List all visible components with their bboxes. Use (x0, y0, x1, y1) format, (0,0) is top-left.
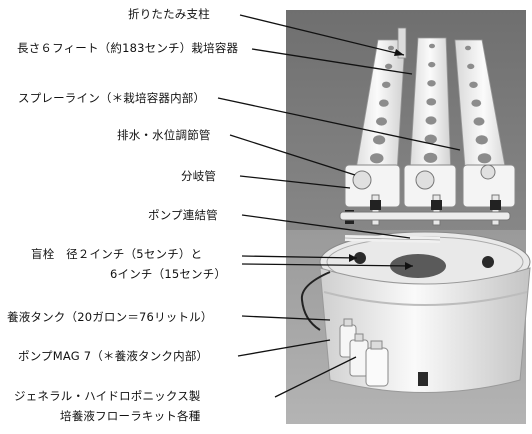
manifold-pipe (339, 211, 511, 221)
label-manifold: 分岐管 (181, 169, 217, 183)
net-pot-hole (475, 135, 488, 145)
label-nutrients-line2: 培養液フローラキット各種 (60, 409, 201, 423)
net-pot-hole (376, 117, 387, 126)
leader-arrowheads (349, 49, 413, 270)
label-growing-container: 長さ６フィート（約183センチ）栽培容器 (17, 41, 239, 55)
pump-power-cord (300, 271, 331, 331)
net-pot-hole (424, 134, 437, 144)
valve-left (370, 200, 381, 210)
net-pot-hole (426, 98, 437, 106)
label-nutrient-tank: 養液タンク（20ガロン＝76リットル） (7, 310, 213, 324)
label-pump-connector: ポンプ連結管 (148, 208, 218, 222)
label-folding-post: 折りたたみ支柱 (128, 7, 210, 21)
label-nutrients-line1: ジェネラル・ハイドロポニックス製 (14, 389, 201, 403)
net-pot-hole (425, 116, 437, 125)
tank-spigot (418, 372, 428, 386)
net-pot-hole (388, 45, 394, 51)
net-pot-hole (423, 152, 438, 163)
net-pot-hole (382, 81, 391, 88)
net-pot-hole (465, 45, 471, 51)
label-spray-line: スプレーライン（＊栽培容器内部） (18, 91, 206, 105)
net-pot-hole (473, 117, 485, 126)
small-plug-left (354, 252, 366, 264)
drain-fitting-middle (415, 170, 435, 190)
net-pot-hole (370, 153, 384, 164)
drain-fitting-right (480, 164, 496, 180)
folding-post (397, 27, 407, 59)
net-pot-hole (429, 43, 435, 49)
nutrient-bottle-3 (365, 347, 389, 387)
net-pot-hole (373, 135, 386, 145)
net-pot-hole (467, 63, 475, 70)
valve-middle (431, 200, 442, 210)
drain-fitting-left (352, 170, 372, 190)
large-plug-opening (390, 254, 446, 278)
label-pump: ポンプMAG 7（＊養液タンク内部） (18, 349, 209, 363)
net-pot-hole (385, 63, 393, 70)
net-pot-hole (379, 99, 389, 107)
net-pot-hole (427, 80, 436, 87)
label-blank-plugs-line2: 6インチ（15センチ） (110, 267, 227, 281)
small-plug-right (482, 256, 494, 268)
label-drain-level-pipe: 排水・水位調節管 (117, 128, 211, 142)
valve-right (490, 200, 501, 210)
label-blank-plugs-line1: 盲栓 径２インチ（5センチ）と (31, 247, 203, 261)
net-pot-hole (469, 81, 478, 88)
net-pot-hole (477, 153, 492, 164)
net-pot-hole (428, 61, 436, 68)
net-pot-hole (471, 99, 482, 107)
tank-ring (323, 291, 528, 306)
leader-lines (217, 14, 461, 398)
